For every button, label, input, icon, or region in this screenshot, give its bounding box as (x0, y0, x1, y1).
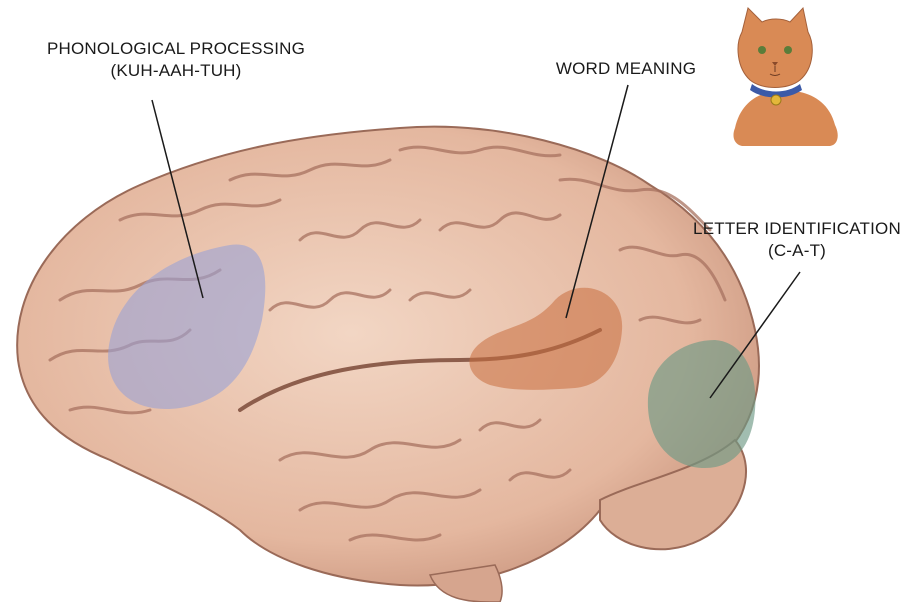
letter-identification-label: LETTER IDENTIFICATION (C-A-T) (672, 218, 922, 262)
cat-left-eye (758, 46, 766, 54)
phonological-label-line2: (KUH-AAH-TUH) (8, 60, 344, 82)
phonological-processing-label: PHONOLOGICAL PROCESSING (KUH-AAH-TUH) (8, 38, 344, 82)
cat-body (733, 92, 837, 146)
cat-bell (771, 95, 781, 105)
letter-identification-label-line2: (C-A-T) (672, 240, 922, 262)
word-meaning-label: WORD MEANING (526, 58, 726, 80)
phonological-label-line1: PHONOLOGICAL PROCESSING (8, 38, 344, 60)
cat-right-eye (784, 46, 792, 54)
letter-identification-label-line1: LETTER IDENTIFICATION (672, 218, 922, 240)
cat-illustration (733, 8, 837, 146)
word-meaning-label-line1: WORD MEANING (526, 58, 726, 80)
